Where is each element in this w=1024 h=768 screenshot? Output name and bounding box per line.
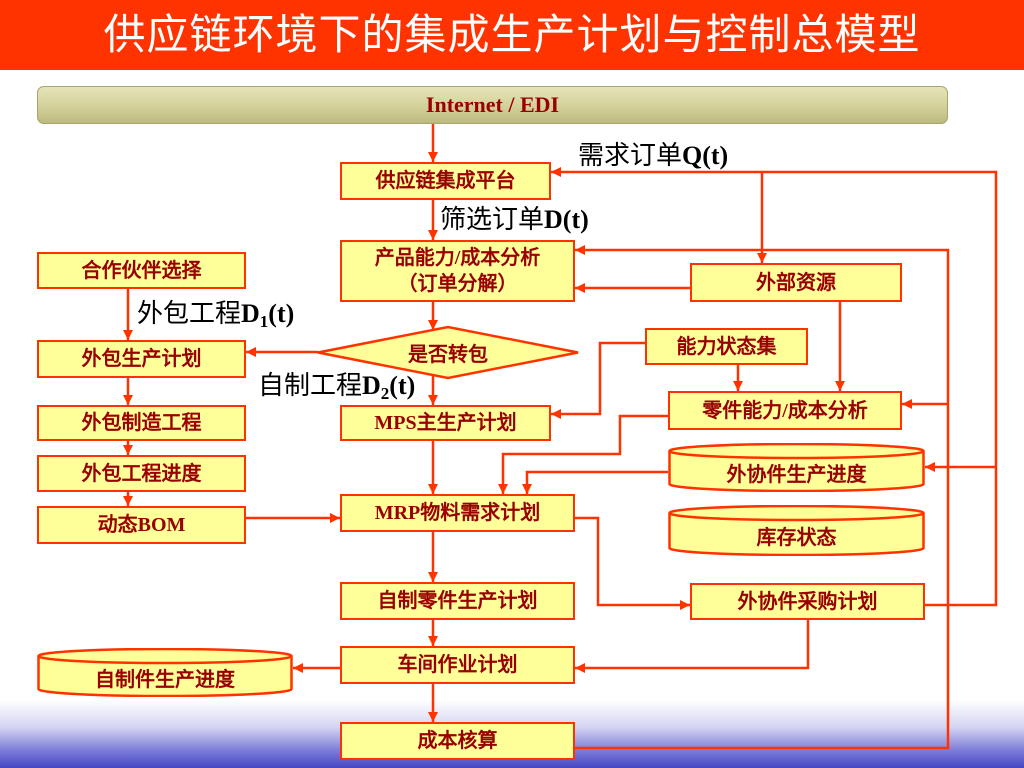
workshop-plan-box: 车间作业计划	[340, 646, 575, 684]
filtered-order-variable: D(t)	[544, 205, 589, 234]
workshop-plan-label: 车间作业计划	[397, 654, 518, 676]
internet-edi-label: Internet / EDI	[425, 92, 560, 117]
capacity-cost-analysis-label: 产品能力/成本分析	[374, 247, 541, 269]
outsource-progress-label: 外包工程进度	[81, 462, 202, 485]
order-decomposition-label: （订单分解）	[397, 273, 518, 295]
supply-chain-platform-label: 供应链集成平台	[375, 170, 516, 192]
outsource-work-label: 外包工程D1(t)	[137, 299, 295, 331]
dynamic-bom-label: 动态BOM	[97, 514, 186, 536]
demand-order-text: 需求订单	[578, 141, 683, 171]
parts-analysis-box: 零件能力/成本分析	[668, 391, 902, 430]
outsource-plan-label: 外包生产计划	[81, 348, 202, 370]
outsource-work-suffix: (t)	[268, 299, 295, 328]
capacity-cost-analysis-box: 产品能力/成本分析 （订单分解）	[340, 240, 575, 302]
self-work-subscript: 2	[380, 384, 390, 403]
arrow-cost-feedback-to-analysis	[575, 245, 950, 750]
outsource-work-text: 外包工程	[137, 299, 242, 329]
mps-label: MPS主生产计划	[374, 412, 517, 434]
self-parts-plan-box: 自制零件生产计划	[340, 582, 575, 620]
demand-order-variable: Q(t)	[682, 141, 729, 170]
outsource-work-subscript: 1	[259, 312, 269, 331]
arrow-mrp-to-procurement	[575, 516, 690, 610]
outsourcing-decision-diamond: 是否转包	[316, 325, 580, 380]
cost-accounting-box: 成本核算	[340, 722, 575, 760]
slide-title: 供应链环境下的集成生产计划与控制总模型	[103, 10, 921, 59]
parts-analysis-label: 零件能力/成本分析	[702, 399, 868, 422]
outsource-engineering-label: 外包制造工程	[81, 412, 202, 434]
outsourced-progress-store: 外协件生产进度	[668, 443, 925, 492]
self-work-suffix: (t)	[389, 371, 416, 400]
arrow-capacity-to-mps	[551, 341, 645, 419]
cost-accounting-label: 成本核算	[417, 730, 498, 752]
demand-order-label: 需求订单Q(t)	[578, 141, 729, 171]
external-resources-box: 外部资源	[690, 263, 902, 302]
filtered-order-label: 筛选订单D(t)	[440, 205, 589, 235]
cylinder-shape	[668, 443, 925, 492]
outsource-plan-box: 外包生产计划	[37, 340, 246, 378]
partner-selection-label: 合作伙伴选择	[81, 259, 202, 282]
outsourcing-decision-label: 是否转包	[408, 344, 488, 366]
internet-edi-bar: Internet / EDI	[37, 86, 948, 124]
title-bar: 供应链环境下的集成生产计划与控制总模型	[0, 0, 1024, 70]
arrow-procurement-feedback-to-platform	[551, 167, 998, 607]
inventory-status-label: 库存状态	[756, 526, 837, 549]
self-work-label: 自制工程D2(t)	[258, 371, 416, 403]
arrow-outsourced-progress-to-mrp	[522, 470, 668, 494]
outsourced-progress-label: 外协件生产进度	[726, 463, 867, 486]
outsource-engineering-box: 外包制造工程	[37, 405, 246, 441]
filtered-order-text: 筛选订单	[440, 205, 545, 235]
external-resources-label: 外部资源	[756, 271, 836, 294]
self-parts-plan-label: 自制零件生产计划	[377, 590, 538, 612]
diamond-shape	[317, 325, 579, 380]
arrow-parts-analysis-to-mrp	[498, 414, 668, 494]
mrp-label: MRP物料需求计划	[374, 502, 541, 524]
cylinder-shape	[37, 648, 293, 697]
self-made-progress-label: 自制件生产进度	[95, 668, 235, 691]
self-work-variable: D	[362, 371, 381, 400]
partner-selection-box: 合作伙伴选择	[37, 252, 246, 289]
dynamic-bom-box: 动态BOM	[37, 506, 246, 544]
outsource-work-variable: D	[241, 299, 260, 328]
self-made-progress-store: 自制件生产进度	[37, 648, 293, 697]
cylinder-shape	[668, 505, 925, 556]
procurement-plan-box: 外协件采购计划	[690, 583, 925, 620]
capacity-states-box: 能力状态集	[645, 328, 808, 365]
outsource-progress-box: 外包工程进度	[37, 455, 246, 492]
supply-chain-platform-box: 供应链集成平台	[340, 162, 551, 200]
inventory-status-store: 库存状态	[668, 505, 925, 556]
arrow-procurement-to-workshop	[575, 620, 810, 673]
procurement-plan-label: 外协件采购计划	[737, 590, 878, 613]
mps-box: MPS主生产计划	[340, 405, 551, 441]
mrp-box: MRP物料需求计划	[340, 494, 575, 532]
self-work-text: 自制工程	[258, 371, 363, 401]
capacity-states-label: 能力状态集	[676, 335, 777, 358]
